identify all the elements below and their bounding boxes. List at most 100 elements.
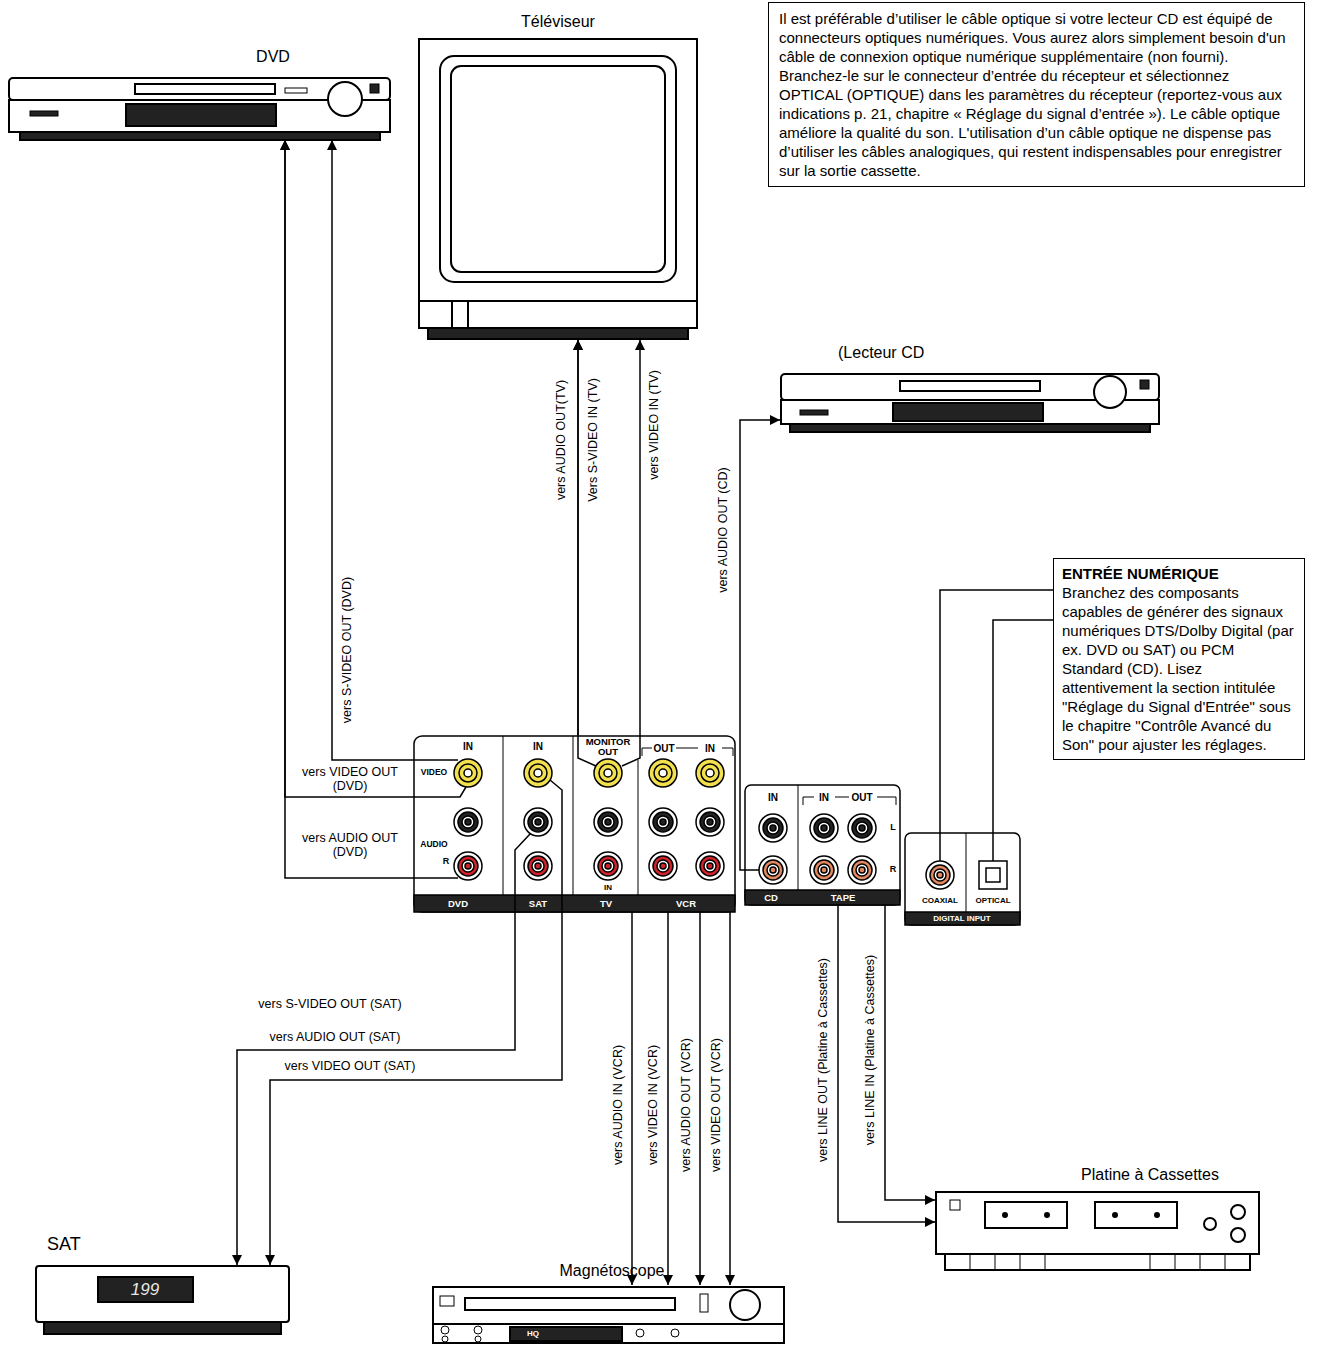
receiver-panel [503, 736, 638, 895]
cable [270, 928, 562, 1265]
receiver-panel [905, 833, 1020, 925]
receiver-panel [696, 808, 724, 836]
sat-drawing [44, 1322, 281, 1334]
panel-wire-stub [632, 912, 730, 928]
cassette-drawing [1113, 1213, 1117, 1217]
jack-heading: IN [533, 741, 543, 752]
vcr-drawing [433, 1287, 784, 1324]
receiver-panel [594, 759, 622, 787]
receiver-panel [745, 785, 900, 905]
vcr-drawing [475, 1336, 481, 1342]
receiver-panel [759, 814, 787, 842]
cassette-drawing [936, 1192, 1259, 1254]
cassette-drawing [970, 1254, 1225, 1270]
note-text: Il est préférable d’utiliser le câble op… [779, 9, 1294, 180]
panel-wire-stub [940, 735, 993, 861]
dvd-drawing [135, 84, 275, 94]
jack-heading: IN [768, 792, 778, 803]
cable [577, 340, 579, 735]
panel-wire-stub [413, 759, 458, 761]
panel-wire-stub [622, 735, 640, 766]
vcr-device: Magnétoscope [432, 1285, 785, 1345]
sat-device: SAT [35, 1265, 290, 1340]
cable-label: vers VIDEO IN (TV) [648, 369, 662, 481]
cable [838, 928, 935, 1222]
receiver-panel [594, 852, 622, 880]
cable [639, 340, 641, 735]
cassette-device: Platine à Cassettes [935, 1190, 1260, 1270]
receiver-panel [745, 890, 900, 905]
cd-drawing [800, 410, 828, 415]
vcr-drawing [700, 1294, 708, 1312]
sat-drawing [98, 1277, 193, 1302]
receiver-panel [594, 808, 622, 836]
cable [940, 590, 1053, 735]
panel-wire-stub [578, 735, 596, 766]
vcr-drawing [474, 1326, 482, 1334]
jack-heading: OUT [851, 792, 872, 803]
sat-drawing [36, 1266, 289, 1322]
cassette-drawing [945, 1254, 1250, 1270]
cd-device: (Lecteur CD [780, 368, 1160, 432]
cassette-drawing [950, 1200, 960, 1210]
vcr-drawing [510, 1327, 622, 1341]
panel-band-label: SAT [529, 899, 547, 909]
vcr-drawing [465, 1298, 675, 1310]
vcr-drawing [730, 1290, 760, 1320]
cassette-drawing [1045, 1213, 1049, 1217]
row-label: VIDEO [421, 768, 447, 777]
cd-drawing [781, 374, 1159, 432]
cable-label: vers VIDEO OUT (VCR) [710, 1037, 724, 1173]
note-box: Il est préférable d’utiliser le câble op… [768, 2, 1305, 187]
receiver-panel [524, 852, 552, 880]
receiver-panel [798, 785, 896, 890]
cable-label: vers AUDIO OUT(TV) [555, 379, 569, 501]
cd-drawing [1094, 376, 1126, 408]
receiver-panel [414, 895, 735, 912]
vcr-drawing [636, 1329, 644, 1337]
dvd-drawing [328, 82, 362, 116]
tv-drawing [452, 301, 468, 328]
receiver-panel [413, 735, 1022, 928]
cable-note: vers S-VIDEO OUT (SAT) [258, 998, 401, 1012]
receiver-panel [966, 833, 967, 912]
cassette-drawing [936, 1192, 1259, 1270]
channel-label: L [890, 823, 896, 833]
panel-wire-stub [550, 780, 562, 928]
cd-drawing [1140, 380, 1149, 389]
cable [729, 928, 731, 1285]
panel-band-label: TAPE [831, 893, 856, 903]
receiver-panel [649, 808, 677, 836]
vcr-drawing [433, 1287, 784, 1343]
device-name: (Lecteur CD [838, 343, 978, 362]
jack-heading: OUT [653, 743, 674, 754]
receiver-panel [524, 808, 552, 836]
dvd-drawing [126, 104, 276, 126]
device-name: SAT [47, 1234, 127, 1256]
panel-wire-stub [838, 905, 885, 928]
cable-label: vers AUDIO OUT (VCR) [680, 1037, 694, 1173]
cd-drawing [893, 403, 1043, 421]
tv-drawing [419, 301, 697, 328]
vcr-drawing [433, 1324, 784, 1343]
cable [577, 340, 579, 735]
receiver-panel [696, 759, 724, 787]
receiver-panel [454, 808, 482, 836]
dvd-drawing [370, 84, 379, 93]
panel-band-label: DVD [448, 899, 468, 909]
jack-heading: IN [463, 741, 473, 752]
panel-band-label: TV [600, 899, 612, 909]
row-label: AUDIO [420, 840, 447, 849]
panel-wire-stub [740, 735, 759, 870]
vcr-drawing [441, 1326, 449, 1334]
cable-label: vers LINE IN (Platine à Cassettes) [864, 954, 878, 1146]
tv-drawing [428, 328, 688, 339]
cable [631, 928, 633, 1285]
row-label: R [443, 857, 450, 867]
cassette-drawing [985, 1202, 1067, 1228]
receiver-panel [642, 748, 733, 756]
cassette-drawing [1095, 1202, 1177, 1228]
cable-label: vers AUDIO OUT (SAT) [269, 1031, 402, 1045]
cable-label: vers AUDIO IN (VCR) [612, 1044, 626, 1166]
